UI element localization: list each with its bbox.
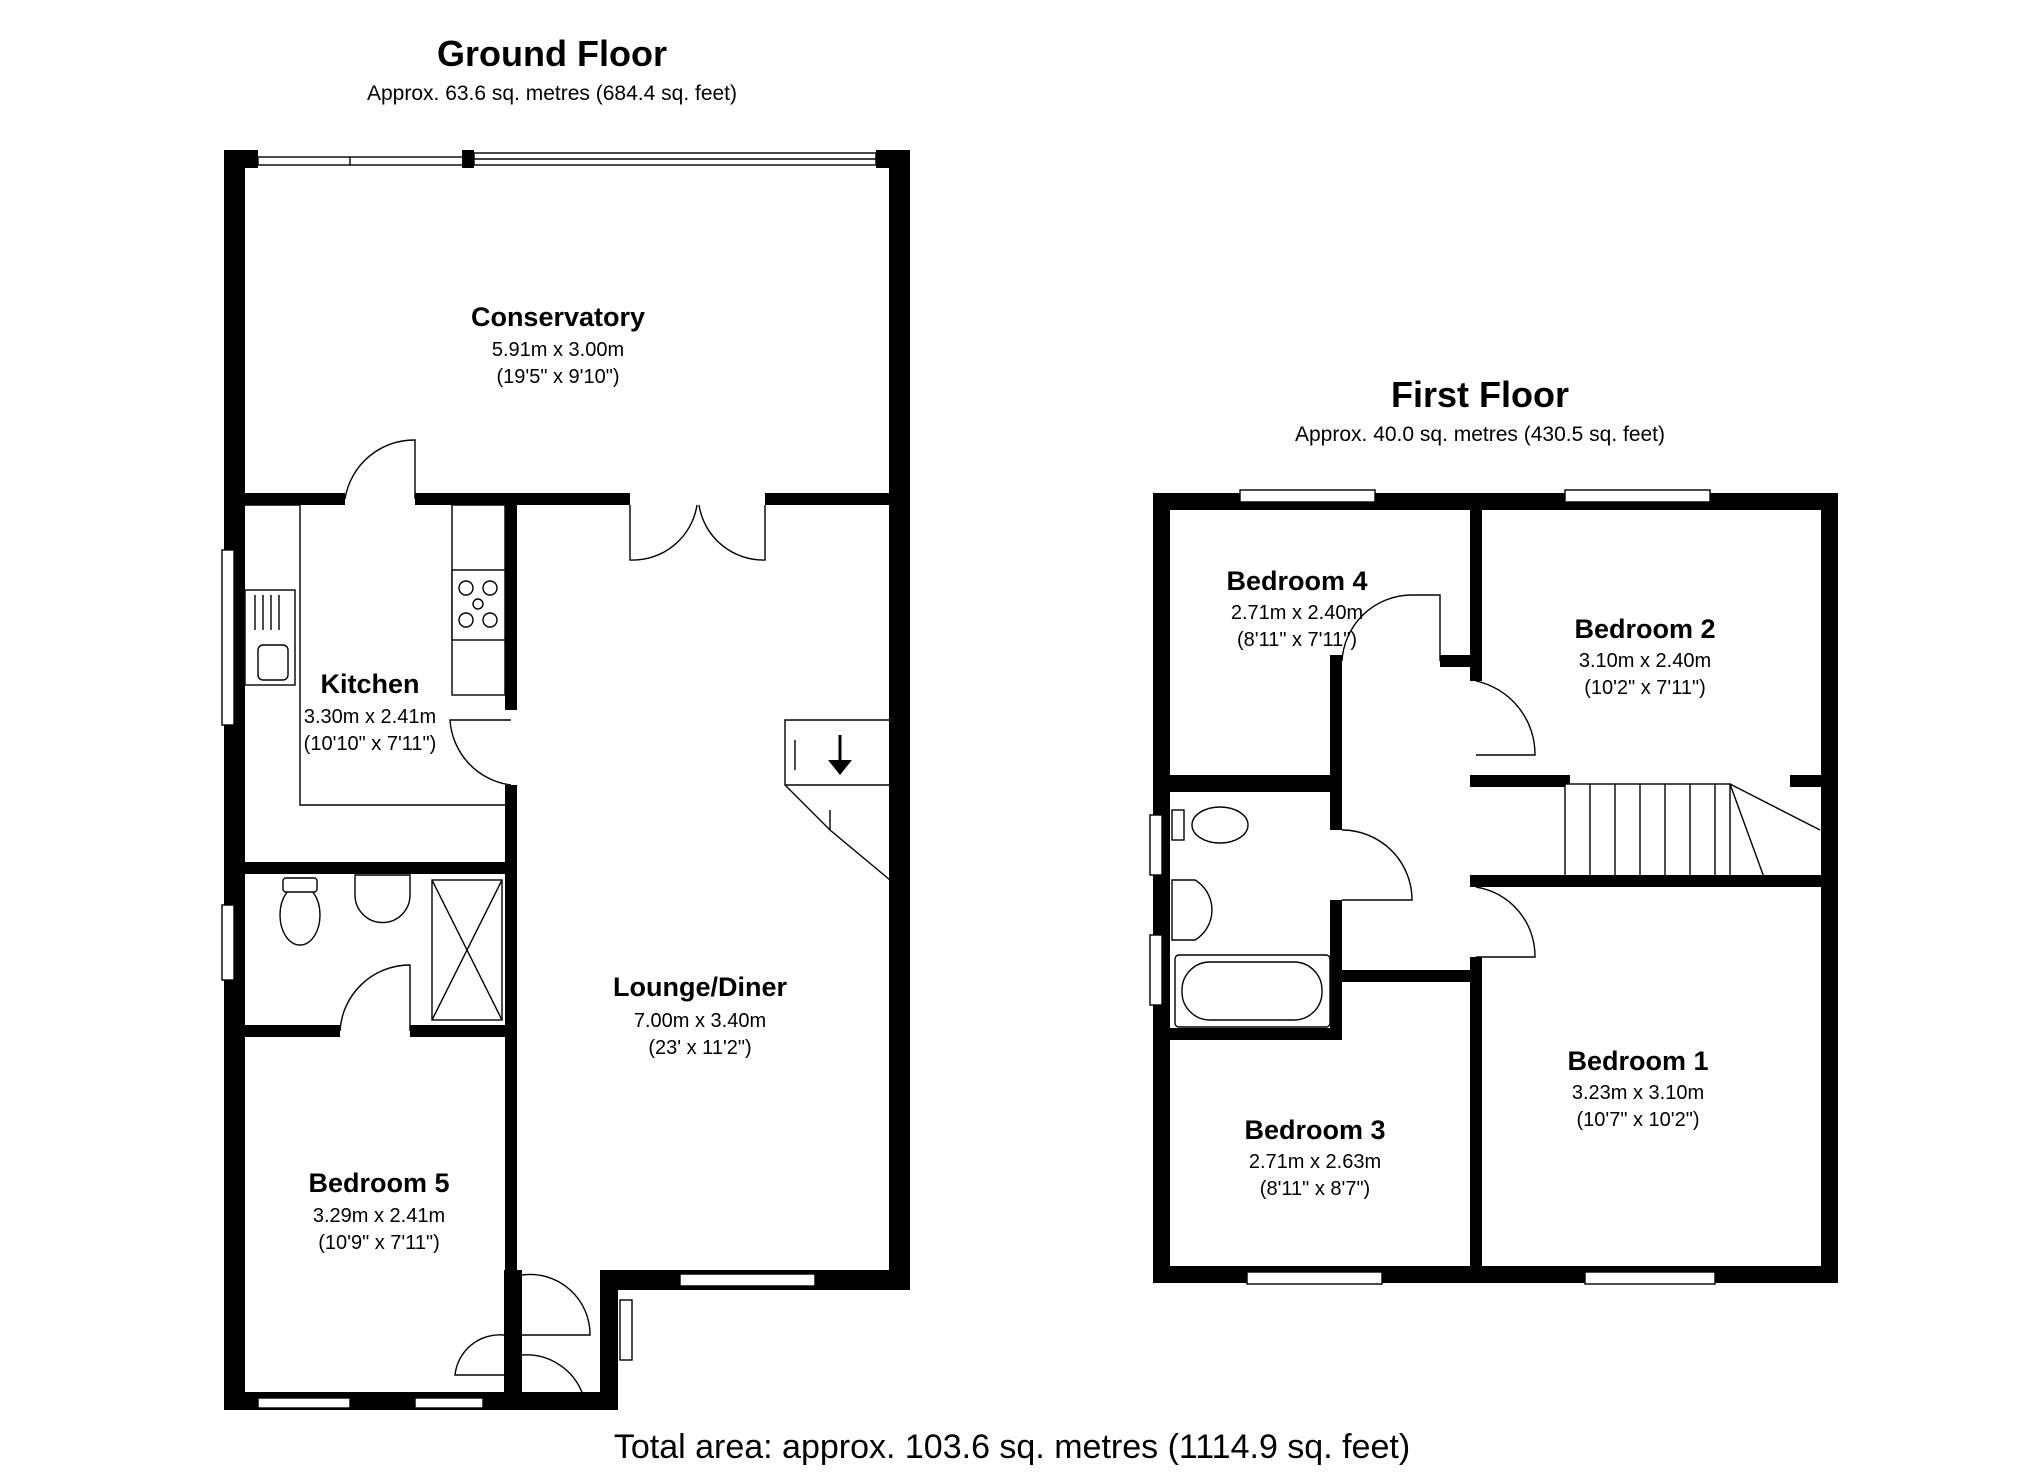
gf-wall-conservatory-lounge-right: [765, 493, 889, 505]
gf-door-french-left: [629, 504, 698, 561]
room-name-bedroom2: Bedroom 2: [1574, 614, 1715, 644]
down-arrow-icon: [828, 735, 852, 775]
ff-staircase: [1564, 783, 1821, 881]
gf-door-porch-side: [454, 1334, 505, 1376]
ff-window-bathroom-upper: [1149, 814, 1163, 876]
ff-door-bathroom: [1341, 829, 1413, 901]
ff-wall-west: [1153, 493, 1170, 1283]
first-floor-plan: [1149, 489, 1838, 1285]
ff-wall-bed4-jamb: [1440, 655, 1470, 667]
gf-wall-kitchen-bath: [245, 862, 505, 874]
ff-wall-bed3-bed1: [1470, 957, 1482, 1266]
gf-title: Ground Floor: [437, 33, 667, 74]
gf-window-kitchen: [221, 549, 235, 726]
gf-window-lounge: [679, 1273, 816, 1287]
ff-wall-bed2-south: [1470, 775, 1570, 787]
gf-window-conservatory-sliding: [257, 156, 469, 166]
room-metric-bedroom2: 3.10m x 2.40m: [1579, 650, 1711, 672]
ff-door-bedroom2: [1475, 680, 1536, 756]
room-metric-bedroom5: 3.29m x 2.41m: [313, 1205, 445, 1227]
gf-door-porch-front: [521, 1354, 584, 1396]
gf-wall-bath-bed-left: [245, 1025, 340, 1037]
gf-wall-south-porch: [504, 1392, 614, 1410]
ff-window-bathroom-lower: [1149, 934, 1163, 1006]
ff-window-bedroom2: [1564, 489, 1711, 503]
gf-door-kitchen: [344, 439, 416, 500]
gf-basin: [354, 874, 411, 924]
room-name-bedroom3: Bedroom 3: [1244, 1115, 1385, 1145]
gf-toilet: [279, 884, 321, 946]
ff-approx: Approx. 40.0 sq. metres (430.5 sq. feet): [1295, 423, 1665, 446]
ff-wall-east: [1821, 493, 1838, 1283]
ff-wall-bath-east-upper: [1330, 780, 1342, 830]
ff-door-bedroom1: [1475, 886, 1536, 958]
gf-mullion: [462, 150, 474, 168]
total-area: Total area: approx. 103.6 sq. metres (11…: [614, 1428, 1410, 1466]
ff-wall-landing-bed1: [1470, 875, 1821, 887]
gf-window-bedroom5-left: [257, 1397, 351, 1409]
ff-wall-bed3-north-right: [1330, 970, 1470, 982]
room-imperial-lounge: (23' x 11'2"): [648, 1037, 751, 1059]
gf-wall-north-left: [224, 150, 258, 168]
ff-wall-bed3-jog: [1330, 970, 1342, 1040]
ff-window-bedroom4: [1239, 489, 1376, 503]
gf-window-bedroom5-right: [414, 1397, 484, 1409]
ff-wall-bed2-door-jamb: [1470, 653, 1482, 681]
gf-door-porch-inner: [521, 1273, 591, 1336]
ff-basin: [1171, 879, 1213, 941]
gf-wall-porch-inner: [504, 1270, 516, 1340]
ff-title: First Floor: [1391, 374, 1569, 415]
ff-wall-bed3-north-left: [1170, 1028, 1342, 1040]
gf-wall-bath-bed-right: [410, 1025, 505, 1037]
room-imperial-bedroom4: (8'11" x 7'11"): [1237, 629, 1357, 651]
room-metric-lounge: 7.00m x 3.40m: [634, 1010, 766, 1032]
room-name-bedroom1: Bedroom 1: [1567, 1046, 1708, 1076]
ff-wall-bed2-south-right: [1790, 775, 1821, 787]
room-imperial-bedroom5: (10'9" x 7'11"): [318, 1232, 440, 1254]
gf-door-bathroom: [339, 964, 411, 1032]
gf-wall-west: [224, 150, 245, 1410]
ff-wall-bath-north: [1170, 780, 1342, 792]
gf-window-bathroom: [221, 904, 235, 981]
room-metric-conservatory: 5.91m x 3.00m: [492, 339, 624, 361]
room-imperial-conservatory: (19'5" x 9'10"): [496, 366, 619, 388]
gf-wall-porch-east: [600, 1270, 618, 1410]
gf-hob: [451, 569, 506, 641]
room-metric-kitchen: 3.30m x 2.41m: [304, 706, 436, 728]
room-name-conservatory: Conservatory: [471, 302, 645, 332]
gf-staircase: [784, 719, 890, 786]
ground-floor-plan: [221, 150, 910, 1410]
room-imperial-kitchen: (10'10" x 7'11"): [304, 733, 437, 755]
gf-door-french-right: [698, 504, 766, 561]
ff-window-bedroom1: [1584, 1271, 1716, 1285]
gf-worktop-kitchen: [245, 504, 505, 806]
gf-wall-conservatory-kitchen-left: [245, 493, 345, 505]
room-name-lounge: Lounge/Diner: [613, 972, 787, 1002]
ff-door-bedroom4: [1341, 594, 1441, 662]
gf-approx: Approx. 63.6 sq. metres (684.4 sq. feet): [367, 82, 737, 105]
gf-door-kitchen-lounge: [449, 719, 512, 786]
room-metric-bedroom1: 3.23m x 3.10m: [1572, 1082, 1704, 1104]
room-name-bedroom5: Bedroom 5: [308, 1168, 449, 1198]
ff-toilet: [1191, 806, 1249, 844]
gf-wall-kitchen-lounge-lower: [505, 785, 517, 1270]
room-imperial-bedroom2: (10'2" x 7'11"): [1584, 677, 1706, 699]
ff-window-bedroom3: [1246, 1271, 1383, 1285]
gf-window-porch: [619, 1299, 633, 1361]
ff-wall-bed4-bed2: [1470, 510, 1482, 653]
room-metric-bedroom4: 2.71m x 2.40m: [1231, 602, 1363, 624]
gf-wall-conservatory-lounge-mid: [415, 493, 630, 505]
room-name-kitchen: Kitchen: [320, 669, 419, 699]
room-imperial-bedroom1: (10'7" x 10'2"): [1576, 1109, 1699, 1131]
room-metric-bedroom3: 2.71m x 2.63m: [1249, 1151, 1381, 1173]
gf-wall-east: [889, 150, 910, 1290]
room-name-bedroom4: Bedroom 4: [1226, 566, 1367, 596]
ff-wall-bed4-east: [1330, 655, 1342, 787]
room-imperial-bedroom3: (8'11" x 8'7"): [1260, 1178, 1370, 1200]
gf-wall-kitchen-lounge-upper: [505, 505, 517, 710]
